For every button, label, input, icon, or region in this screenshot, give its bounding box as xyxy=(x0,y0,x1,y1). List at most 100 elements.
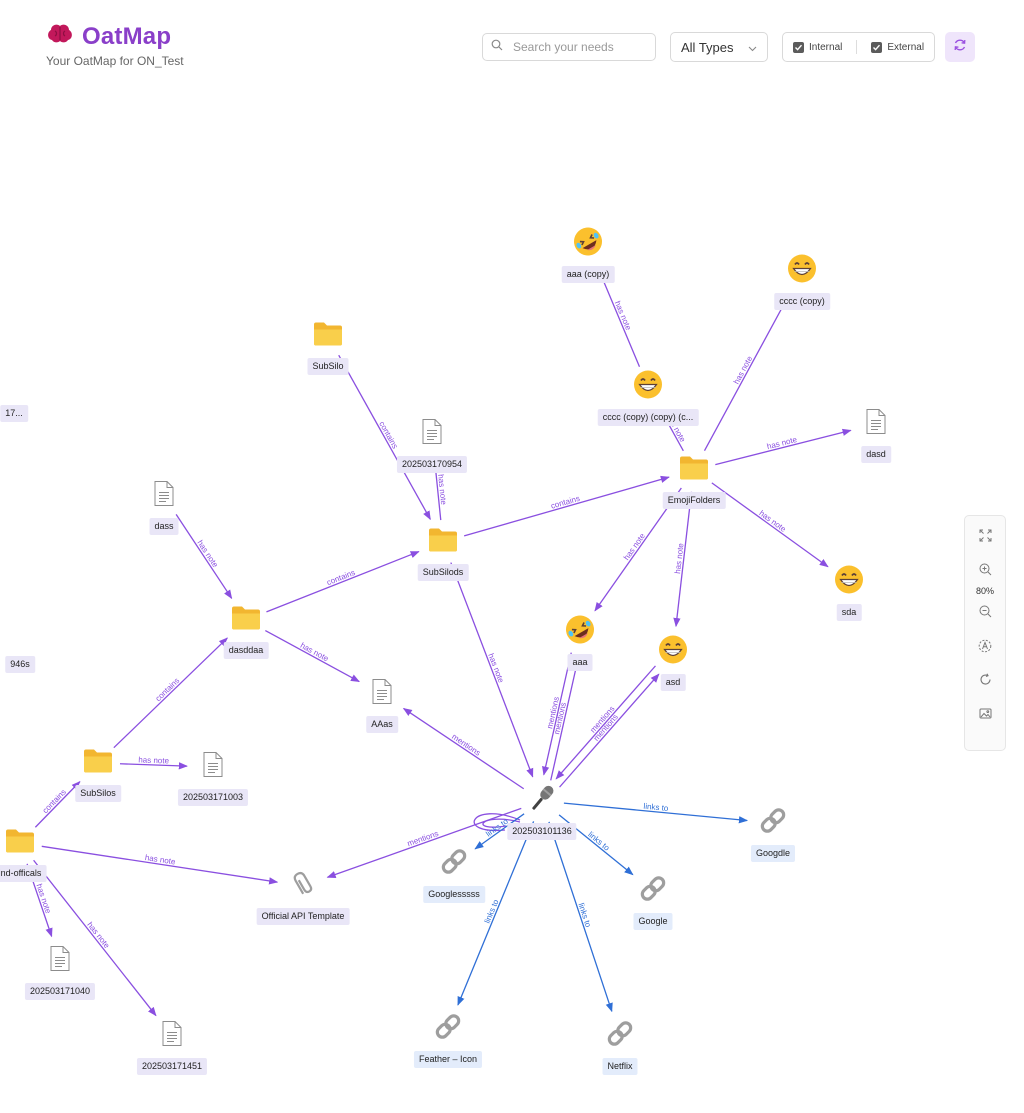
graph-edge xyxy=(548,821,613,1013)
grin-emoji-icon[interactable] xyxy=(787,254,817,289)
graph-edge xyxy=(563,802,749,824)
node-label[interactable]: Googdle xyxy=(750,845,796,862)
graph-edge xyxy=(113,637,228,749)
microphone-icon[interactable] xyxy=(525,782,559,821)
link-icon[interactable] xyxy=(605,1019,635,1054)
graph-edge xyxy=(703,293,791,451)
grin-emoji-icon[interactable] xyxy=(834,565,864,600)
internal-label: Internal xyxy=(809,41,843,53)
folder-icon[interactable] xyxy=(231,605,261,636)
auto-layout-button[interactable] xyxy=(975,638,995,658)
node-label[interactable]: dasd xyxy=(861,446,891,463)
document-icon[interactable] xyxy=(203,752,223,783)
link-icon[interactable] xyxy=(433,1012,463,1047)
node-label[interactable]: cccc (copy) (copy) (c... xyxy=(597,409,699,426)
internal-checkbox[interactable]: Internal xyxy=(793,41,843,53)
search-input[interactable] xyxy=(511,39,645,55)
graph-edge xyxy=(550,657,580,781)
folder-icon[interactable] xyxy=(5,828,35,859)
external-checkbox[interactable]: External xyxy=(871,41,924,53)
link-icon[interactable] xyxy=(758,806,788,841)
graph-edge xyxy=(41,845,279,885)
folder-icon[interactable] xyxy=(679,455,709,486)
folder-icon[interactable] xyxy=(83,748,113,779)
node-label[interactable]: cccc (copy) xyxy=(774,293,830,310)
graph-edge xyxy=(33,859,157,1017)
node-label[interactable]: Feather – Icon xyxy=(413,1051,483,1068)
node-label[interactable]: aaa (copy) xyxy=(561,266,615,283)
graph-edge xyxy=(265,629,360,683)
document-icon[interactable] xyxy=(162,1021,182,1052)
node-label[interactable]: dasddaa xyxy=(223,642,269,659)
link-icon[interactable] xyxy=(439,847,469,882)
graph-edge xyxy=(463,475,670,537)
brand-subtitle: Your OatMap for ON_Test xyxy=(46,54,184,68)
document-icon[interactable] xyxy=(866,409,886,440)
node-label[interactable]: Googlesssss xyxy=(423,886,485,903)
folder-icon[interactable] xyxy=(428,527,458,558)
document-icon[interactable] xyxy=(372,679,392,710)
graph-edge xyxy=(34,780,81,828)
zoom-in-button[interactable] xyxy=(975,562,995,582)
rofl-emoji-icon[interactable] xyxy=(573,227,603,262)
zoom-out-button[interactable] xyxy=(975,604,995,624)
graph-edge xyxy=(555,665,656,780)
node-label[interactable]: sda xyxy=(836,604,862,621)
node-label[interactable]: asd xyxy=(660,674,686,691)
search-icon xyxy=(491,38,503,56)
type-select[interactable]: All Types xyxy=(670,32,768,62)
node-label[interactable]: 17... xyxy=(0,405,28,422)
graph-edge xyxy=(326,807,522,878)
node-label[interactable]: Google xyxy=(633,913,673,930)
divider xyxy=(856,40,858,54)
rofl-emoji-icon[interactable] xyxy=(565,615,595,650)
zoom-level: 80% xyxy=(975,586,994,596)
grin-emoji-icon[interactable] xyxy=(633,370,663,405)
link-type-filters: Internal External xyxy=(782,32,936,62)
graph-edge xyxy=(402,707,525,790)
node-label[interactable]: 202503171040 xyxy=(24,983,96,1000)
node-label[interactable]: 202503171451 xyxy=(136,1058,208,1075)
node-label[interactable]: dass xyxy=(149,518,179,535)
zoom-in-icon xyxy=(979,563,992,581)
node-label[interactable]: Official API Template xyxy=(256,908,350,925)
node-label[interactable]: 946s xyxy=(5,656,35,673)
graph-edge xyxy=(338,354,431,521)
node-label[interactable]: Netflix xyxy=(602,1058,638,1075)
node-label[interactable]: aaa xyxy=(567,654,593,671)
graph-edge xyxy=(119,762,188,770)
link-icon[interactable] xyxy=(638,874,668,909)
edge-label: has note xyxy=(138,755,170,765)
graph-edge xyxy=(559,673,660,788)
brand-title: OatMap xyxy=(82,22,172,50)
graph-edge xyxy=(266,550,420,613)
edge-label: has note xyxy=(436,474,448,506)
grin-emoji-icon[interactable] xyxy=(658,635,688,670)
fit-view-button[interactable] xyxy=(975,528,995,548)
toolbar: All Types Internal External xyxy=(482,32,976,62)
graph-edge xyxy=(457,821,535,1006)
paperclip-icon[interactable] xyxy=(288,869,318,904)
node-label[interactable]: SubSilods xyxy=(417,564,469,581)
chevron-down-icon xyxy=(748,40,757,55)
node-label[interactable]: SubSilos xyxy=(75,785,121,802)
node-label[interactable]: SubSilo xyxy=(307,358,349,375)
node-label[interactable]: EmojiFolders xyxy=(662,492,726,509)
node-label[interactable]: AAas xyxy=(366,716,398,733)
brain-icon xyxy=(46,22,74,51)
node-label[interactable]: 202503101136 xyxy=(507,823,577,840)
graph-edge xyxy=(673,491,693,628)
search-box[interactable] xyxy=(482,33,656,61)
document-icon[interactable] xyxy=(154,481,174,512)
node-label[interactable]: ind-officals xyxy=(0,865,47,882)
node-label[interactable]: 202503170954 xyxy=(396,456,468,473)
node-label[interactable]: 202503171003 xyxy=(177,789,249,806)
export-image-button[interactable] xyxy=(975,706,995,726)
reset-view-button[interactable] xyxy=(975,672,995,692)
folder-icon[interactable] xyxy=(313,321,343,352)
document-icon[interactable] xyxy=(422,419,442,450)
document-icon[interactable] xyxy=(50,946,70,977)
refresh-button[interactable] xyxy=(945,32,976,62)
